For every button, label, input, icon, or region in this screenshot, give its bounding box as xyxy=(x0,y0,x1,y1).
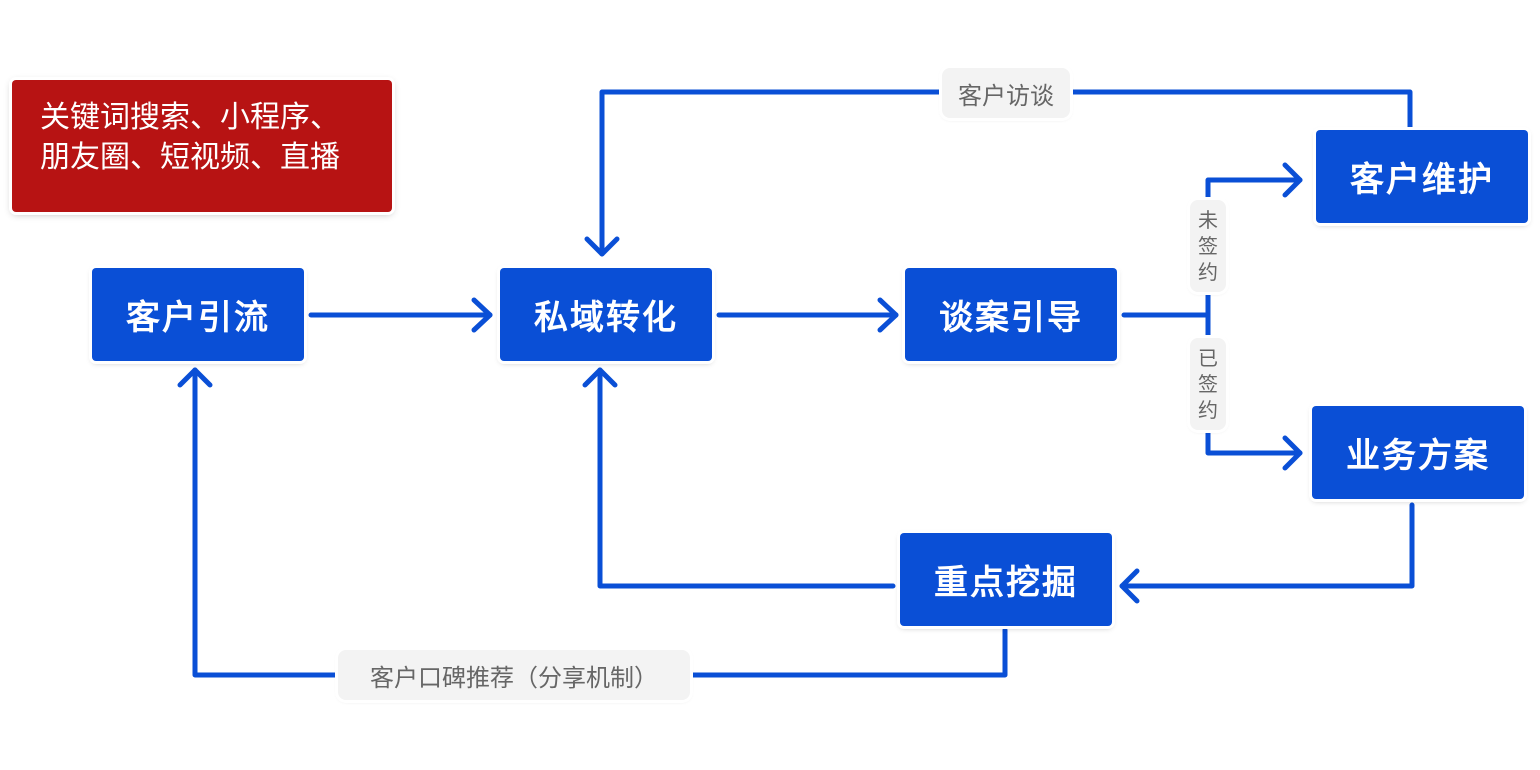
arrowhead-icon xyxy=(1282,435,1303,471)
node-case-guidance: 谈案引导 xyxy=(905,268,1117,361)
label-unsigned-char-1: 未 xyxy=(1198,208,1218,232)
arrowhead-icon xyxy=(584,236,620,257)
node-customer-acquisition: 客户引流 xyxy=(92,268,304,361)
label-customer-interview: 客户访谈 xyxy=(942,68,1070,118)
arrowhead-icon xyxy=(471,297,493,333)
label-signed-char-1: 已 xyxy=(1198,346,1218,370)
label-unsigned-char-2: 签 xyxy=(1198,234,1218,258)
arrowhead-icon xyxy=(1282,162,1303,198)
traffic-sources-line-1: 关键词搜索、小程序、 xyxy=(40,100,340,135)
label-unsigned-char-3: 约 xyxy=(1198,260,1218,284)
traffic-sources-line-2: 朋友圈、短视频、直播 xyxy=(40,140,340,175)
edge-mining-to-conversion xyxy=(597,367,896,589)
label-signed-char-3: 约 xyxy=(1198,398,1218,422)
label-signed: 已 签 约 xyxy=(1190,338,1226,430)
traffic-sources-box: 关键词搜索、小程序、 朋友圈、短视频、直播 xyxy=(12,80,392,212)
node-private-conversion: 私域转化 xyxy=(500,268,712,361)
label-unsigned: 未 签 约 xyxy=(1190,200,1226,292)
node-key-mining: 重点挖掘 xyxy=(900,533,1112,626)
label-word-of-mouth: 客户口碑推荐（分享机制） xyxy=(338,650,690,700)
label-signed-char-2: 签 xyxy=(1198,372,1218,396)
arrowhead-icon xyxy=(1119,568,1140,604)
node-business-plan: 业务方案 xyxy=(1312,406,1524,499)
arrowhead-icon xyxy=(877,297,899,333)
arrowhead-icon xyxy=(177,367,213,388)
node-customer-maintenance: 客户维护 xyxy=(1316,130,1528,223)
edge-plan-to-mining xyxy=(1119,502,1415,589)
arrowhead-icon xyxy=(582,367,618,388)
